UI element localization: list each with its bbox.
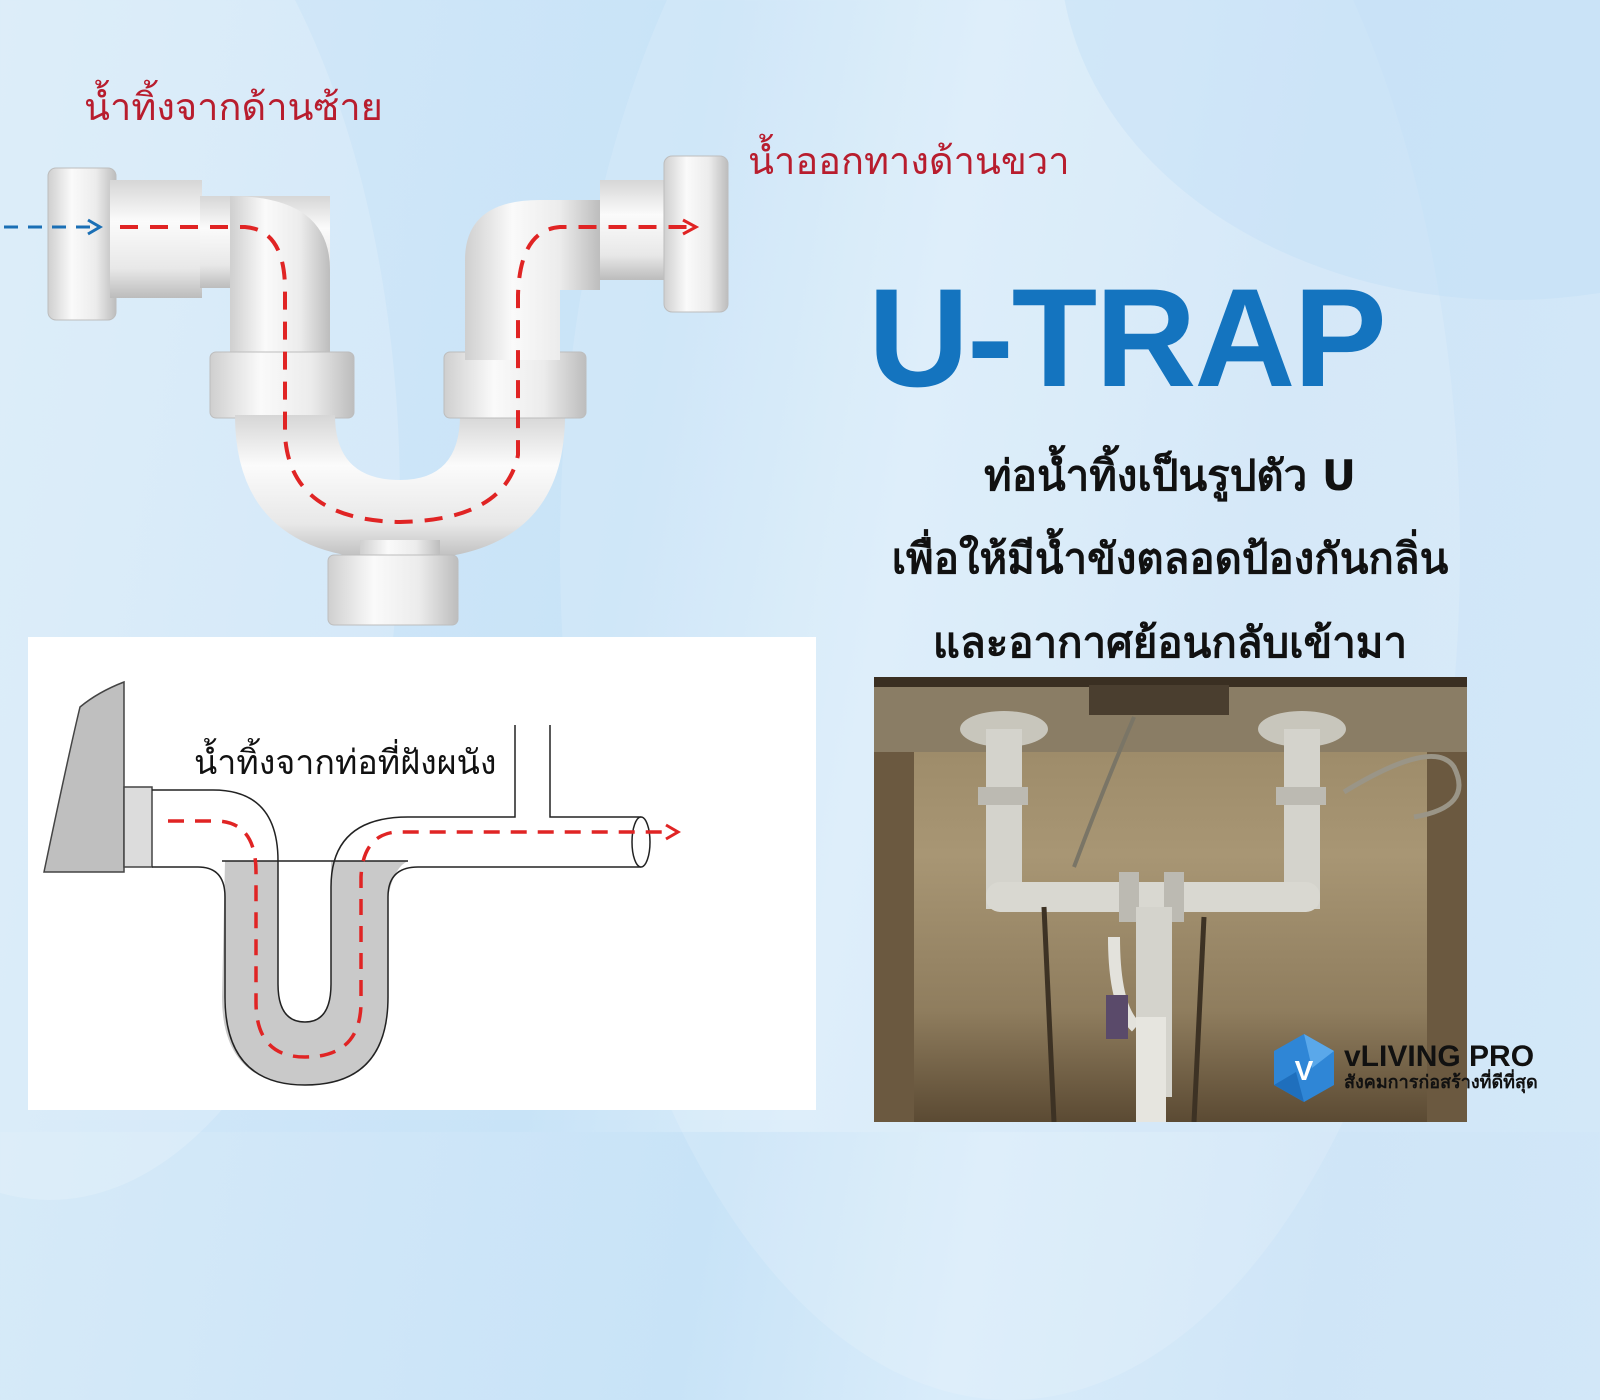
wall-pipe-label: น้ำทิ้งจากท่อที่ฝังผนัง <box>194 743 497 783</box>
outlet-right-label: น้ำออกทางด้านขวา <box>748 139 1070 183</box>
u-trap-title: U-TRAP <box>868 259 1387 416</box>
brand-tagline: สังคมการก่อสร้างที่ดีที่สุด <box>1344 1072 1538 1094</box>
description-line-1: ท่อน้ำทิ้งเป็นรูปตัว U <box>984 451 1356 500</box>
u-trap-cross-section-diagram <box>43 680 681 1086</box>
under-sink-installation-photo <box>874 677 1467 1122</box>
cross-section-diagram-panel: น้ำทิ้งจากท่อที่ฝังผนัง <box>28 637 816 1110</box>
brand-name: vLIVING PRO <box>1344 1040 1535 1074</box>
u-trap-pipe-illustration <box>4 155 729 626</box>
svg-text:V: V <box>1295 1055 1314 1086</box>
description-line-3: และอากาศย้อนกลับเข้ามา <box>932 618 1408 667</box>
hexagon-v-logo-icon: V <box>1274 1034 1334 1102</box>
inlet-left-label: น้ำทิ้งจากด้านซ้าย <box>84 85 383 129</box>
description-line-2: เพื่อให้มีน้ำขังตลอดป้องกันกลิ่น <box>891 534 1449 583</box>
background-swoosh <box>1060 0 1600 300</box>
photo-illustration <box>874 677 1467 1122</box>
brand-logo: V vLIVING PRO สังคมการก่อสร้างที่ดีที่สุ… <box>1272 1032 1538 1104</box>
